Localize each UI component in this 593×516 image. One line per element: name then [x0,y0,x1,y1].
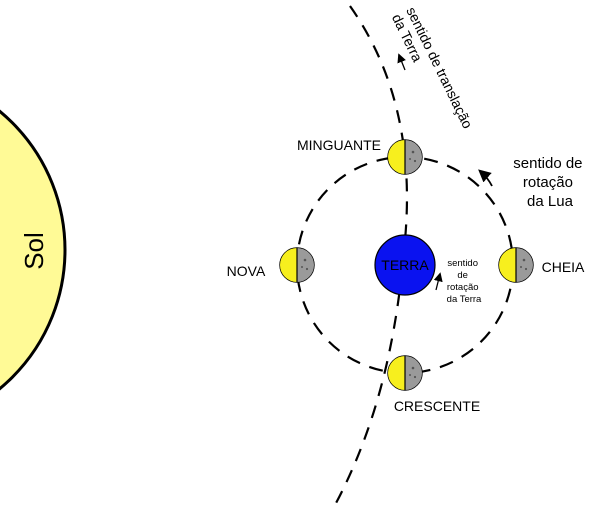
phase-label-crescente: CRESCENTE [394,398,480,414]
sun-label: Sol [19,232,49,270]
moon-nova [279,247,315,283]
moon-minguante [387,139,423,175]
phase-label-nova: NOVA [227,263,266,279]
moon-rotation-arrow [478,169,493,187]
moon-dark-half [405,356,422,390]
moon-lit-half [388,356,405,390]
moon-crater [413,375,417,379]
earth: TERRA [374,234,436,296]
moon-crater [411,150,415,154]
moon-crater [305,267,309,271]
moon-crater [409,374,411,376]
moon-crater [524,267,528,271]
moon-rotation-label: sentido de rotação da Lua [513,155,586,210]
sun-disc [0,109,67,391]
moon-dark-half [405,140,422,174]
earth-rotation-arrow [433,272,443,291]
moon-dark-half [516,248,533,282]
moon-crater [522,258,526,262]
moon-crater [411,366,415,370]
phase-label-cheia: CHEIA [542,259,585,275]
moon-crater [303,258,307,262]
moon-crater [301,266,303,268]
moon-lit-half [388,140,405,174]
earth-rotation-label: sentido de rotação da Terra [447,258,482,305]
earth-label: TERRA [381,257,429,273]
sun: Sol [0,109,67,391]
moon-cheia [498,247,534,283]
earth-disc [374,234,436,296]
moon-lit-half [280,248,297,282]
phase-label-minguante: MINGUANTE [297,137,381,153]
moon-crater [520,266,522,268]
moon-crescente [387,355,423,391]
moon-crater [409,158,411,160]
moon-dark-half [297,248,314,282]
svg-text:sentido de translação: sentido de translação [403,4,476,131]
earth-translation-arrow [397,53,406,71]
earth-translation-label: sentido de translação da Terra [389,4,476,131]
moon-lit-half [499,248,516,282]
moon-crater [413,159,417,163]
